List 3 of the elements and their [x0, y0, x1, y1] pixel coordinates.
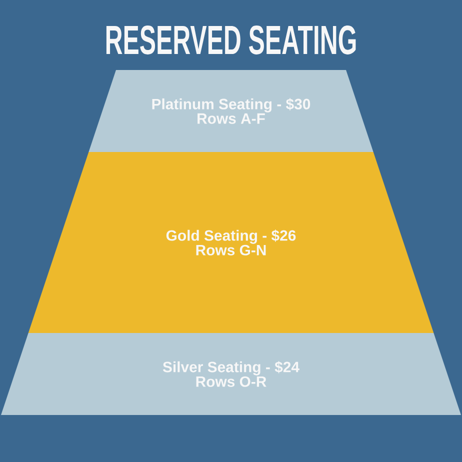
- title: RESERVED SEATING: [106, 26, 356, 54]
- seating-band: Silver Seating - $24 Rows O-R: [1, 333, 461, 415]
- seating-band: Gold Seating - $26 Rows G-N: [28, 152, 434, 333]
